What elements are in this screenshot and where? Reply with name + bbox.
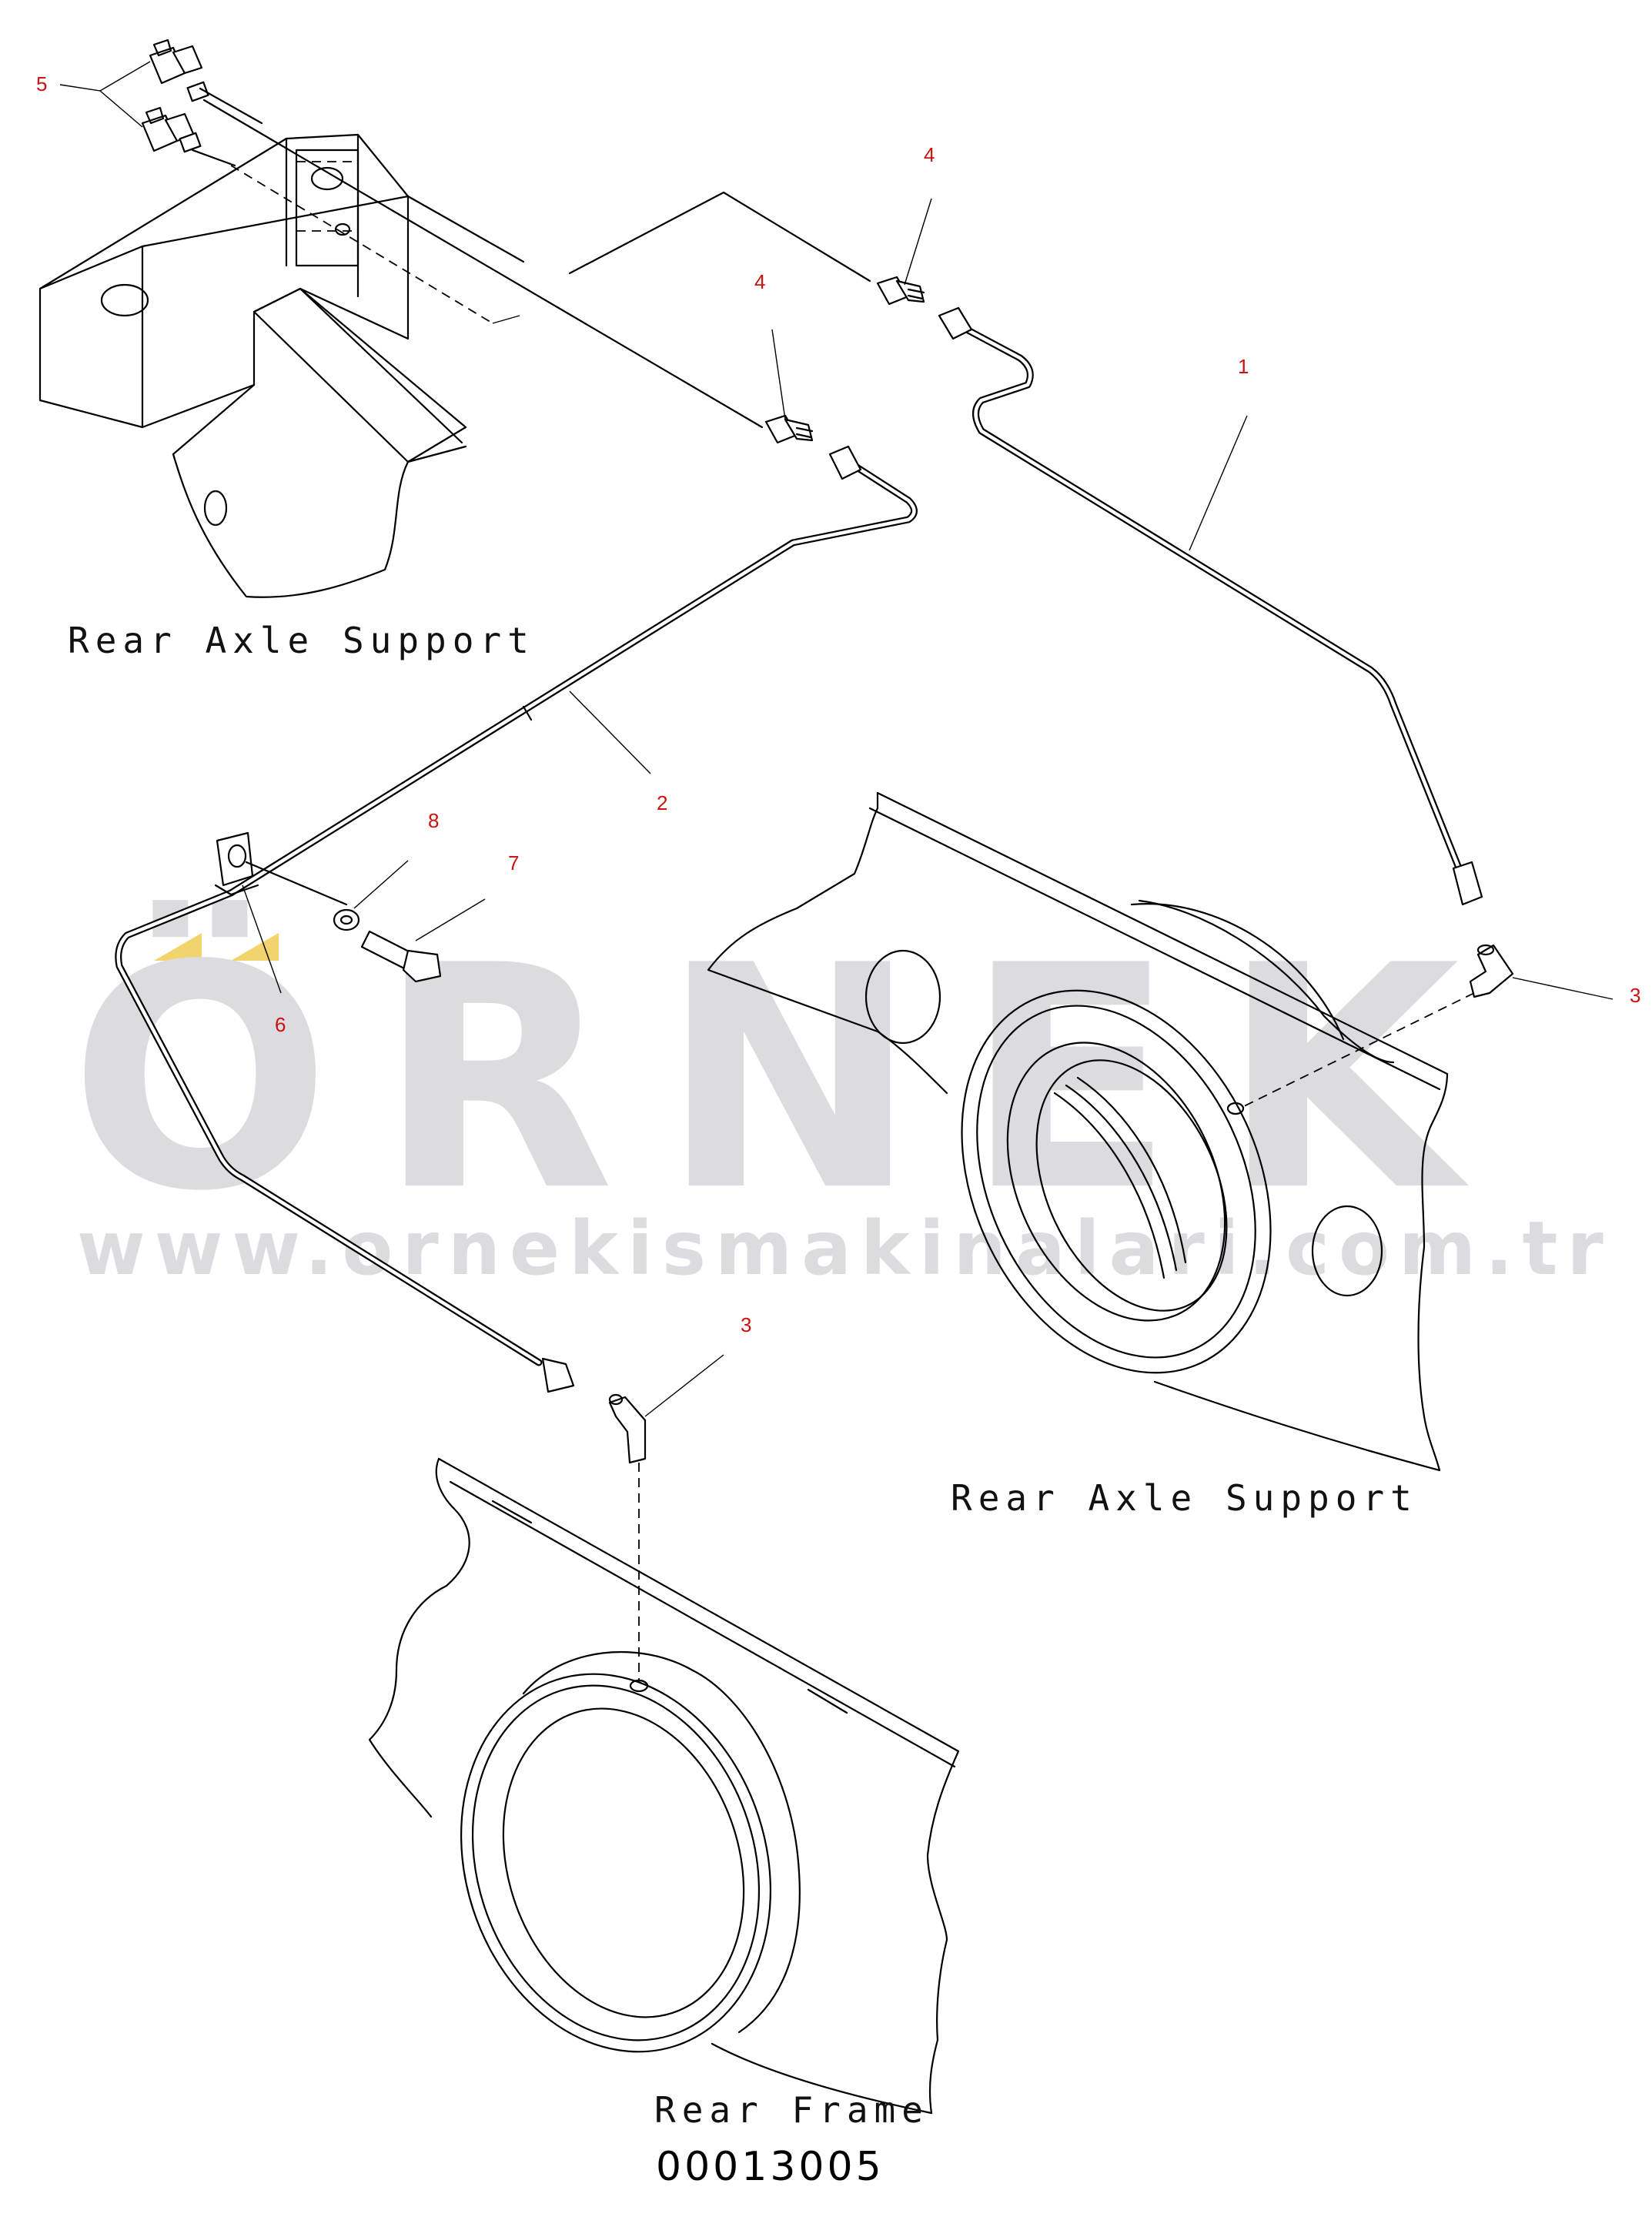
rear-frame xyxy=(368,1457,960,2115)
rear-axle-support-block xyxy=(38,133,520,598)
callout-1: 1 xyxy=(1238,355,1249,378)
watermark-url: www.ornekismakinalari.com.tr xyxy=(77,1205,1613,1292)
connector-upper xyxy=(876,276,925,306)
label-rear-axle-support-right: Rear Axle Support xyxy=(951,1477,1418,1519)
callout-3-right: 3 xyxy=(1630,984,1640,1007)
upper-guide-line xyxy=(568,191,871,283)
callout-3-left: 3 xyxy=(741,1313,751,1336)
grease-fitting-upper xyxy=(149,38,263,125)
callout-8: 8 xyxy=(428,809,439,832)
elbow-right xyxy=(1226,944,1514,1115)
callout-2: 2 xyxy=(657,791,667,814)
callout-4-upper: 4 xyxy=(924,143,935,166)
elbow-left xyxy=(608,1393,649,1693)
watermark-brand: ÖRNEK xyxy=(69,897,1506,1259)
label-rear-frame: Rear Frame xyxy=(654,2089,929,2131)
bolt xyxy=(360,930,442,983)
connector-lower xyxy=(764,414,814,444)
drawing-number: 00013005 xyxy=(656,2144,885,2190)
callouts: 5 4 4 1 2 8 7 6 3 3 xyxy=(36,72,1640,1336)
callout-7: 7 xyxy=(508,851,519,874)
callout-4-lower: 4 xyxy=(754,270,765,293)
label-rear-axle-support-top: Rear Axle Support xyxy=(68,620,535,661)
grease-fitting-lower xyxy=(141,106,236,167)
fitting-guide-line xyxy=(202,99,764,429)
rear-axle-support-casting xyxy=(707,791,1449,1472)
watermark-accent-left xyxy=(154,933,202,961)
callout-5: 5 xyxy=(36,72,47,95)
watermark: ÖRNEK www.ornekismakinalari.com.tr xyxy=(69,897,1613,1292)
pipe-1 xyxy=(938,306,1483,906)
washer xyxy=(333,908,360,931)
leader-lines xyxy=(59,61,1614,1417)
fitting-guide-line-2 xyxy=(406,195,525,263)
pipe-2 xyxy=(115,445,918,1393)
callout-6: 6 xyxy=(275,1013,286,1036)
pipe-clip xyxy=(214,831,348,906)
